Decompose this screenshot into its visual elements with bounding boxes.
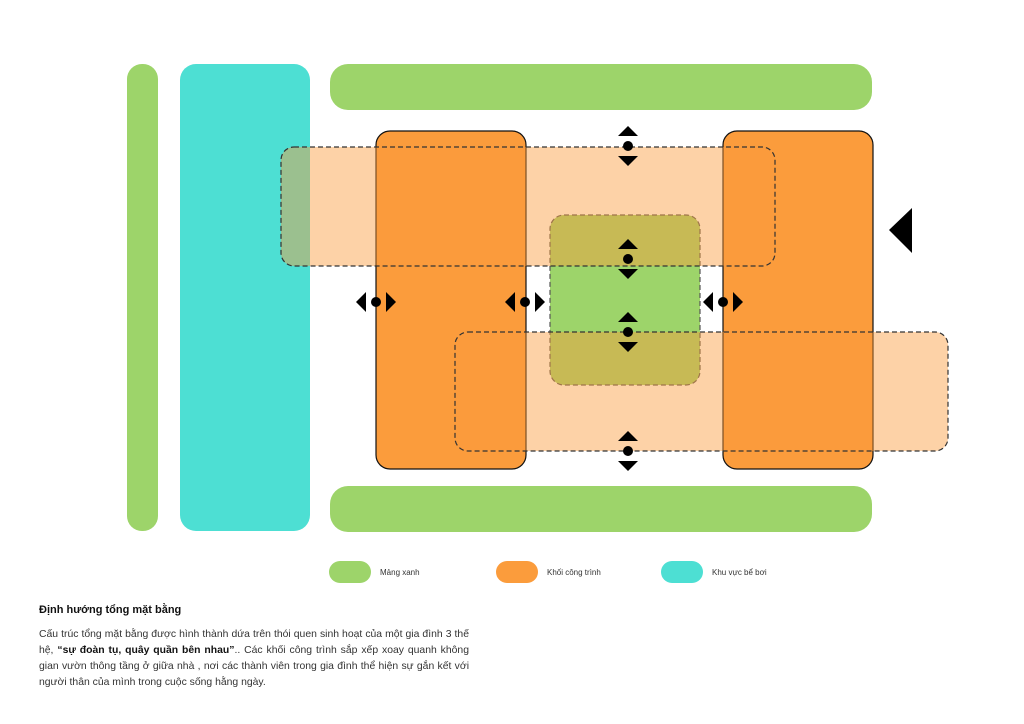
legend-item-building: Khối công trình: [496, 561, 601, 583]
entrance-triangle-icon: [889, 208, 912, 253]
green-strip-bottom: [330, 486, 872, 532]
green-strip-left: [127, 64, 158, 531]
legend-swatch-green: [329, 561, 371, 583]
description-emphasis: “sự đoàn tụ, quây quần bên nhau”: [57, 645, 235, 656]
legend-label: Khu vực bể bơi: [712, 567, 767, 577]
central-garden: [549, 214, 701, 386]
description-text: Cấu trúc tổng mặt bằng được hình thành d…: [39, 627, 469, 691]
description-part: Cấu trúc tổng mặt bằng được hình thành d…: [39, 629, 469, 656]
legend-item-green: Mảng xanh: [329, 561, 420, 583]
description-part: .. Các khối công trình sắp xếp xoay quan…: [39, 645, 469, 688]
section-title: Định hướng tổng mặt bằng: [39, 604, 182, 616]
legend-item-pool: Khu vực bể bơi: [661, 561, 767, 583]
legend-label: Khối công trình: [547, 567, 601, 577]
legend-swatch-cyan: [661, 561, 703, 583]
legend-swatch-orange: [496, 561, 538, 583]
connector-band-top: [280, 146, 776, 267]
green-strip-top: [330, 64, 872, 110]
legend-label: Mảng xanh: [380, 567, 420, 577]
pool-area: [180, 64, 310, 531]
connector-band-bottom: [454, 331, 949, 452]
